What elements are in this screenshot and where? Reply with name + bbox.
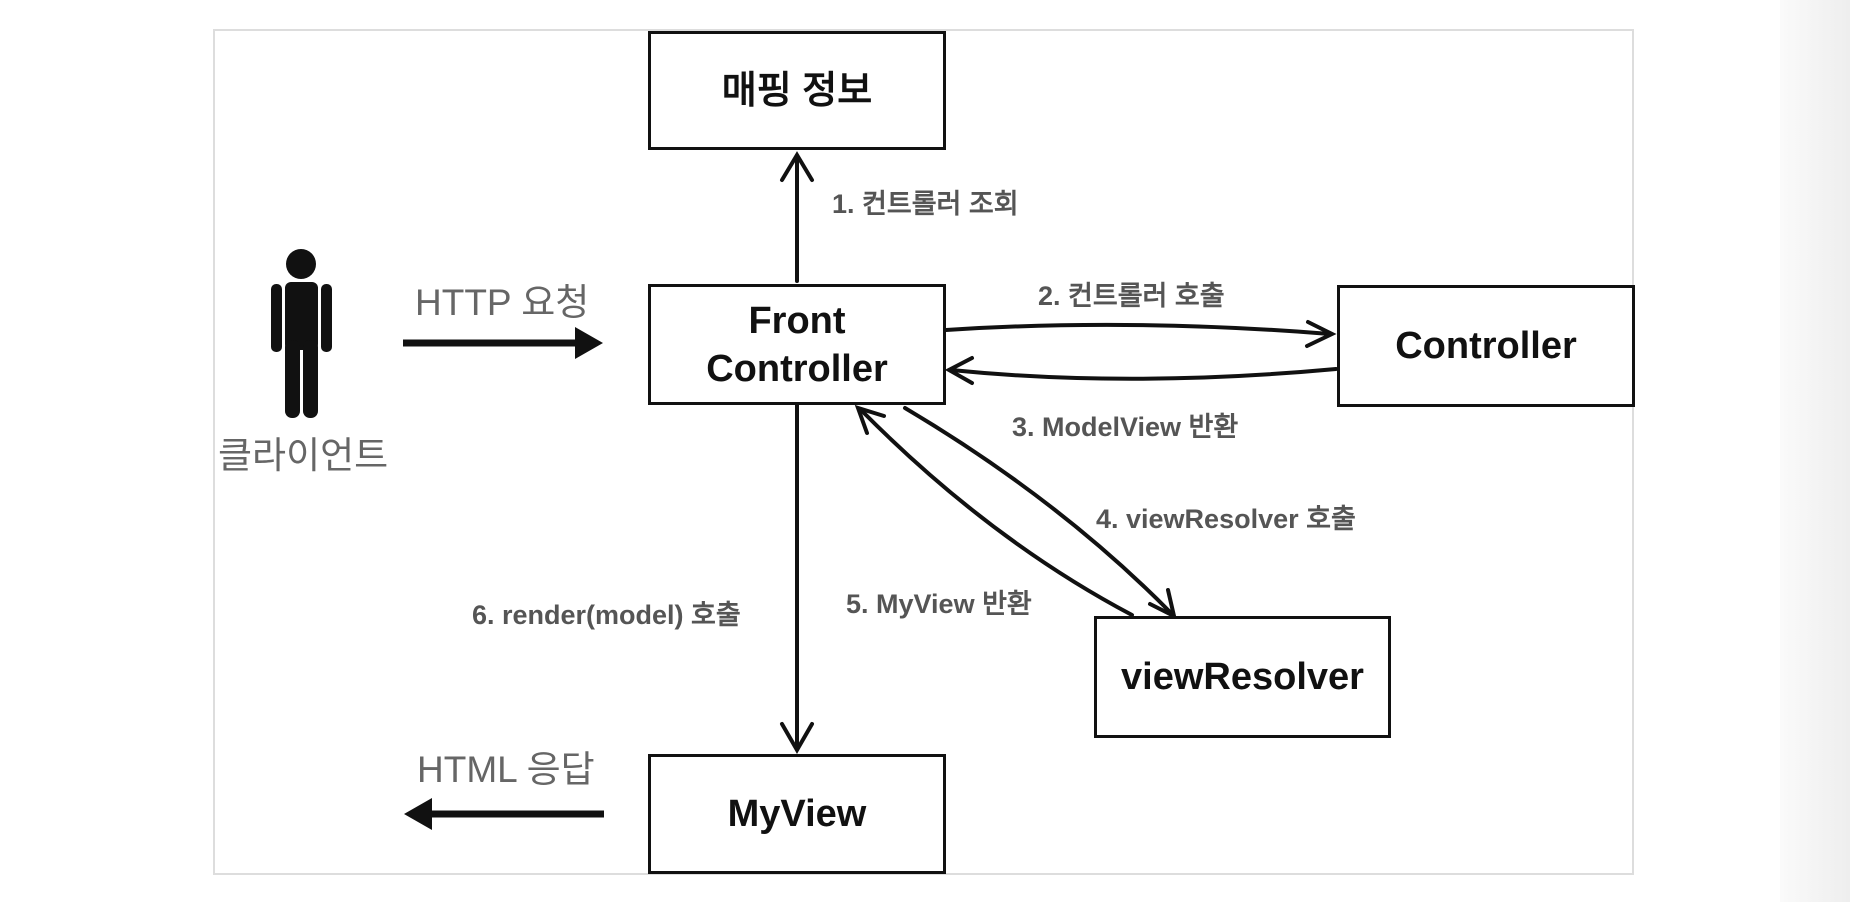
diagram-frame <box>213 29 1634 875</box>
http-response-arrow <box>404 798 604 830</box>
my-view-label: MyView <box>727 793 867 835</box>
arrowhead-call-controller <box>1305 320 1337 348</box>
person-icon <box>271 249 332 418</box>
arrowhead-render-model <box>780 722 814 755</box>
arrow-call-viewresolver <box>903 406 1174 616</box>
arrowhead-lookup-controller <box>780 151 814 182</box>
step-3-label: 3. ModelView 반환 <box>1012 412 1239 442</box>
arrow-call-controller <box>944 322 1332 336</box>
step-2-label: 2. 컨트롤러 호출 <box>1038 281 1225 311</box>
front-controller-box: Front Controller <box>648 284 946 405</box>
mapping-info-box: 매핑 정보 <box>648 31 946 150</box>
view-resolver-label: viewResolver <box>1121 656 1364 698</box>
http-request-arrow <box>403 327 603 359</box>
step-4-label: 4. viewResolver 호출 <box>1096 504 1356 534</box>
arrow-return-myview <box>860 409 1134 617</box>
view-resolver-box: viewResolver <box>1094 616 1391 738</box>
arrowhead-return-myview <box>854 404 886 435</box>
side-scroll-strip <box>1780 0 1850 902</box>
mapping-info-label: 매핑 정보 <box>721 69 873 112</box>
my-view-box: MyView <box>648 754 946 874</box>
controller-label: Controller <box>1395 325 1577 367</box>
step-1-label: 1. 컨트롤러 조회 <box>832 189 1019 219</box>
arrow-return-modelview <box>949 367 1338 381</box>
http-request-label: HTTP 요청 <box>415 282 590 323</box>
step-5-label: 5. MyView 반환 <box>846 589 1032 619</box>
step-6-label: 6. render(model) 호출 <box>472 600 741 630</box>
client-label: 클라이언트 <box>218 435 389 476</box>
front-controller-label: Front Controller <box>706 299 888 390</box>
arrowhead-return-modelview <box>944 356 974 385</box>
controller-box: Controller <box>1337 285 1635 407</box>
html-response-label: HTML 응답 <box>417 749 595 790</box>
